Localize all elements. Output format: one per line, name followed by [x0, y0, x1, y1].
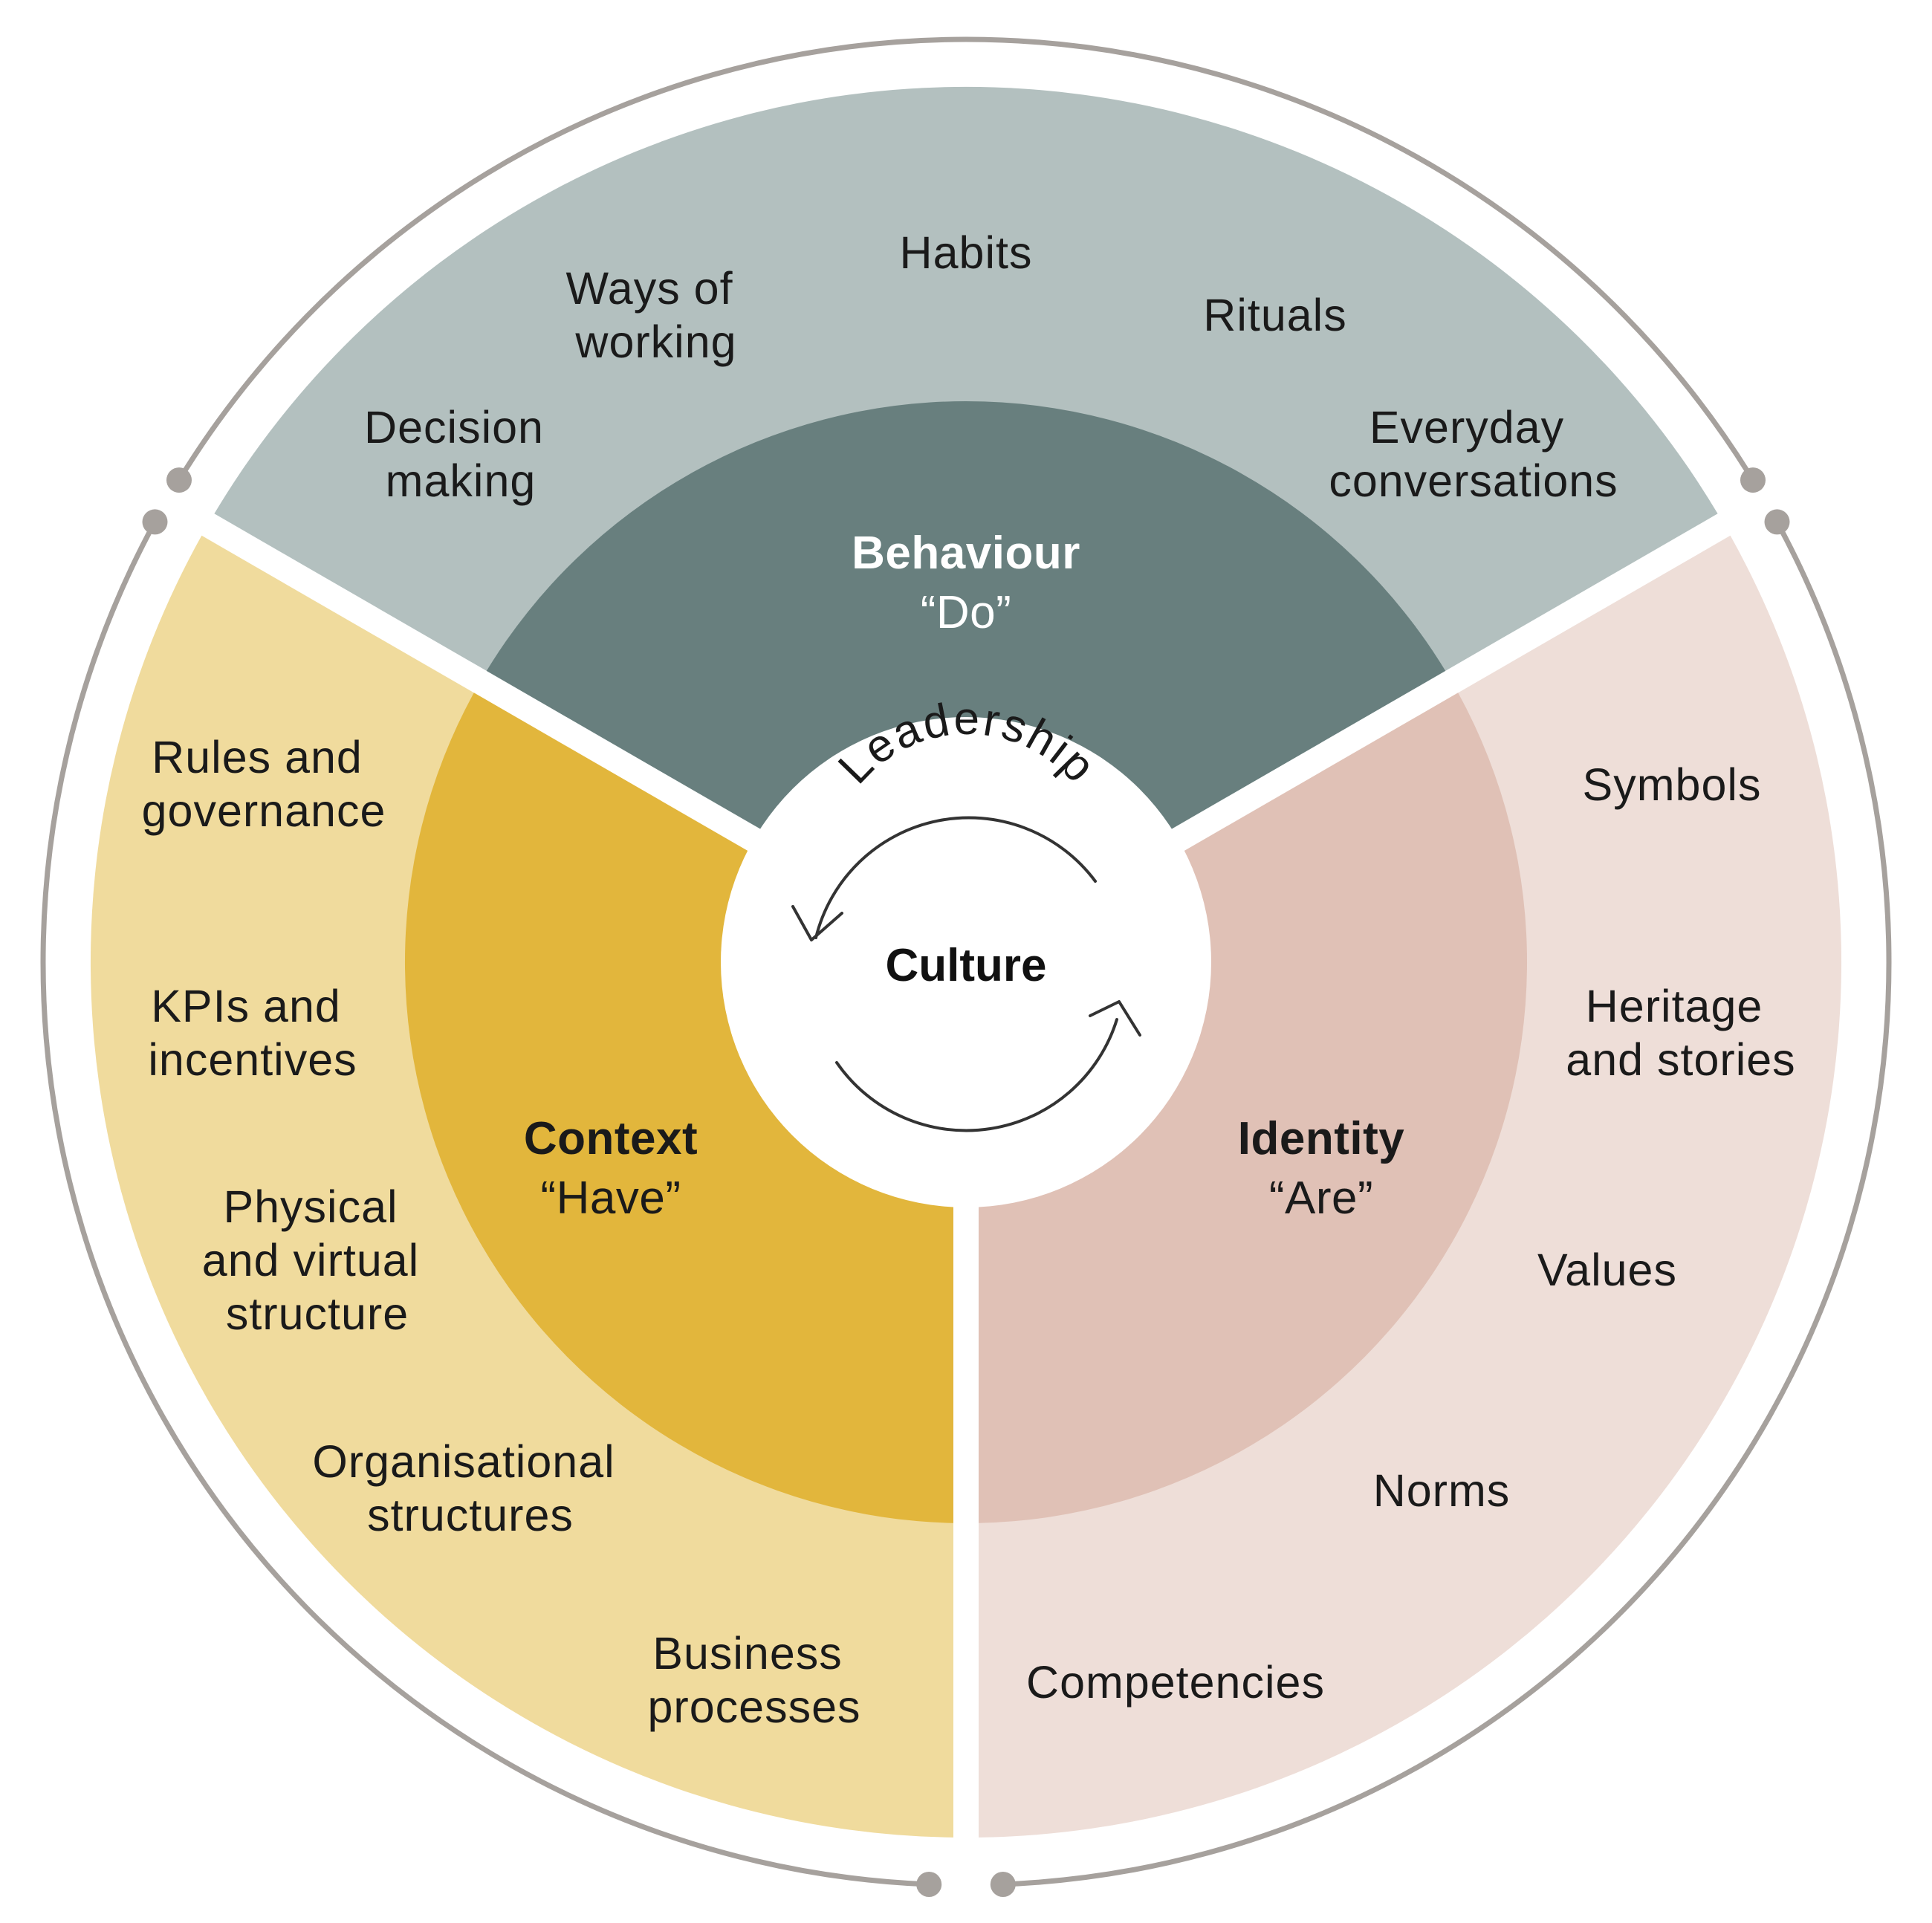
ring-dot-identity-start	[1764, 509, 1790, 535]
behaviour-item-habits: Habits	[900, 227, 1033, 278]
behaviour-subtitle: “Do”	[921, 587, 1012, 638]
ring-dot-identity-end	[990, 1872, 1016, 1897]
cycle-arrow-lower	[835, 1018, 1118, 1132]
outer-ring	[40, 36, 1892, 1897]
behaviour-item-rituals: Rituals	[1203, 290, 1346, 340]
culture-hub	[721, 717, 1211, 1207]
ring-arc-context	[40, 520, 930, 1887]
behaviour-title: Behaviour	[852, 528, 1080, 579]
context-item-physical-and-virtual-structure: Physical and virtual structure	[202, 1181, 432, 1339]
behaviour-item-ways-of-working: Ways of working	[565, 263, 746, 367]
context-item-kpis-and-incentives: KPIs and incentives	[148, 981, 357, 1085]
wedge-layer	[90, 86, 1842, 1838]
ring-arc-behaviour	[177, 36, 1755, 481]
identity-item-values: Values	[1537, 1245, 1677, 1295]
context-subtitle: “Have”	[540, 1173, 681, 1224]
cycle-arrow-upper	[814, 816, 1097, 939]
behaviour-inner-wedge	[486, 401, 1446, 948]
culture-title: Culture	[886, 940, 1047, 991]
context-title: Context	[524, 1113, 698, 1164]
context-item-business-processes: Business processes	[647, 1628, 860, 1732]
ring-dot-behaviour-start	[166, 467, 192, 493]
cycle-arrows	[791, 816, 1141, 1132]
identity-item-norms: Norms	[1373, 1465, 1511, 1516]
context-item-rules-and-governance: Rules and governance	[142, 732, 386, 836]
identity-item-symbols: Symbols	[1583, 759, 1762, 810]
cycle-arrow-upper-head	[791, 905, 843, 941]
context-item-organisational-structures: Organisational structures	[312, 1436, 628, 1540]
behaviour-item-decision-making: Decision making	[364, 402, 557, 506]
ring-dot-context-end	[142, 509, 168, 535]
identity-subtitle: “Are”	[1269, 1173, 1373, 1224]
ring-dot-context-start	[916, 1872, 942, 1897]
ring-dot-behaviour-end	[1740, 467, 1766, 493]
identity-item-heritage-and-stories: Heritage and stories	[1566, 981, 1795, 1085]
identity-item-competencies: Competencies	[1026, 1657, 1325, 1708]
identity-title: Identity	[1238, 1113, 1404, 1164]
cycle-arrow-lower-head	[1089, 1000, 1141, 1037]
ring-arc-identity	[1002, 520, 1892, 1887]
behaviour-item-everyday-conversations: Everyday conversations	[1329, 402, 1618, 506]
